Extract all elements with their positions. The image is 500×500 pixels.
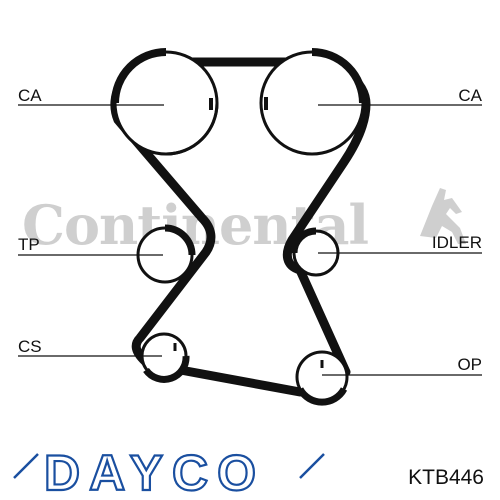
label-ca-left: CA	[18, 86, 42, 105]
continental-watermark: Continental	[22, 188, 466, 257]
label-idler: IDLER	[432, 233, 482, 252]
dayco-logo-text: DAYCO	[44, 445, 265, 500]
horse-logo-icon	[420, 188, 466, 244]
label-ca-right: CA	[458, 86, 482, 105]
label-tp: TP	[18, 235, 40, 254]
pulley-ca-left	[111, 48, 219, 156]
pulley-op	[295, 350, 349, 406]
leader-lines	[18, 104, 482, 376]
dayco-logo: DAYCO	[13, 444, 325, 500]
label-cs: CS	[18, 337, 42, 356]
label-op: OP	[457, 355, 482, 374]
part-number: KTB446	[408, 466, 484, 489]
pulley-ca-right	[259, 48, 367, 156]
pulley-tp	[136, 224, 196, 284]
pulley-cs	[140, 332, 190, 383]
